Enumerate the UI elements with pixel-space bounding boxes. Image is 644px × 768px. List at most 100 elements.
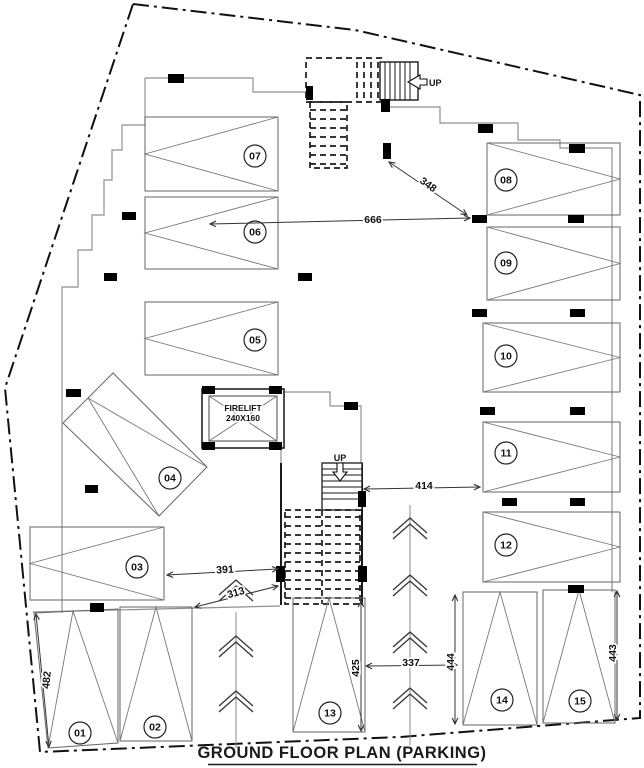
dimension-label: 482 [40, 671, 54, 690]
column [90, 603, 104, 612]
drive-lane-1 [218, 579, 254, 748]
column [358, 491, 366, 507]
column [85, 485, 98, 493]
dimension-348: 348 [389, 162, 467, 215]
dimension-425: 425 [348, 601, 362, 731]
up-arrow-icon [406, 74, 428, 90]
drive-direction-chevron-icon [218, 690, 254, 713]
parking-space-15: 15 [542, 588, 616, 724]
dimension-label: 313 [226, 585, 246, 601]
space-number-label: 06 [249, 227, 261, 239]
space-number-badge [318, 701, 342, 725]
property-boundary-line [3, 2, 641, 754]
space-number-label: 04 [164, 473, 176, 485]
space-number-label: 09 [500, 258, 512, 270]
column [568, 215, 584, 223]
column [269, 442, 282, 450]
dimension-391: 391 [167, 562, 278, 578]
space-number-badge [158, 466, 182, 490]
column [358, 566, 367, 582]
dimension-label: 391 [216, 564, 234, 577]
space-number-badge [568, 689, 592, 713]
column [568, 585, 584, 593]
dimension-313: 313 [195, 583, 278, 607]
column [269, 386, 282, 394]
space-number-badge [143, 715, 167, 739]
space-number-label: 15 [574, 696, 586, 708]
parking-space-04: 04 [62, 372, 208, 517]
column [480, 407, 495, 415]
space-number-badge [494, 441, 518, 465]
structural-columns [66, 74, 585, 612]
column [569, 144, 585, 153]
space-number-label: 02 [149, 722, 161, 734]
drive-lane-2 [392, 505, 428, 745]
space-number-badge [490, 688, 514, 712]
column [472, 309, 487, 317]
dimension-label: 666 [364, 214, 382, 226]
column [570, 407, 585, 415]
drive-direction-chevron-icon [392, 517, 428, 540]
space-number-label: 08 [500, 175, 512, 187]
firelift-label: FIRELIFT [224, 403, 262, 413]
space-number-label: 05 [249, 335, 261, 347]
space-number-label: 14 [496, 695, 508, 707]
dimension-337: 337 [366, 655, 457, 671]
space-number-badge [494, 533, 518, 557]
column [122, 212, 136, 220]
dimension-label: 348 [417, 175, 438, 195]
up-label-center: UP [334, 453, 347, 463]
column [344, 402, 358, 410]
space-number-badge [494, 251, 518, 275]
space-number-badge [494, 168, 518, 192]
parking-space-02: 02 [119, 605, 193, 742]
column [502, 498, 517, 506]
drive-direction-chevron-icon [392, 687, 428, 710]
space-number-label: 10 [500, 351, 512, 363]
column [104, 273, 117, 281]
space-number-badge [494, 344, 518, 368]
space-number-label: 01 [74, 728, 86, 740]
column [276, 566, 285, 582]
parking-space-08: 08 [486, 142, 622, 216]
parking-space-10: 10 [482, 322, 621, 393]
space-number-badge [125, 555, 149, 579]
dimension-443: 443 [605, 591, 621, 720]
column [383, 143, 391, 159]
dimension-label: 444 [445, 653, 457, 671]
space-number-label: 13 [324, 708, 336, 720]
column [202, 442, 215, 450]
dimension-label: 443 [607, 644, 619, 662]
dimension-482: 482 [36, 614, 56, 747]
column [570, 309, 585, 317]
column [381, 99, 390, 112]
space-number-badge [68, 721, 92, 745]
parking-space-11: 11 [482, 421, 621, 493]
down-arrow-icon [331, 462, 349, 482]
column [202, 386, 215, 394]
column [168, 74, 184, 83]
space-number-badge [243, 144, 267, 168]
space-number-label: 12 [500, 540, 512, 552]
parking-space-14: 14 [462, 590, 538, 726]
parking-space-12: 12 [482, 511, 621, 583]
dimension-666: 666 [210, 212, 470, 228]
dimension-444: 444 [443, 595, 459, 724]
dimension-414: 414 [364, 478, 480, 494]
column [570, 498, 585, 506]
staircase-center: UP [280, 453, 363, 605]
space-number-label: 11 [500, 448, 511, 460]
plan-title: GROUND FLOOR PLAN (PARKING) [197, 744, 486, 762]
space-number-label: 03 [131, 562, 143, 574]
column [472, 215, 487, 223]
space-number-label: 07 [249, 151, 261, 163]
parking-space-05: 05 [143, 301, 279, 376]
staircase-top: UP [305, 57, 442, 169]
drive-direction-chevron-icon [392, 631, 428, 654]
parking-space-03: 03 [28, 526, 165, 601]
space-number-badge [243, 328, 267, 352]
